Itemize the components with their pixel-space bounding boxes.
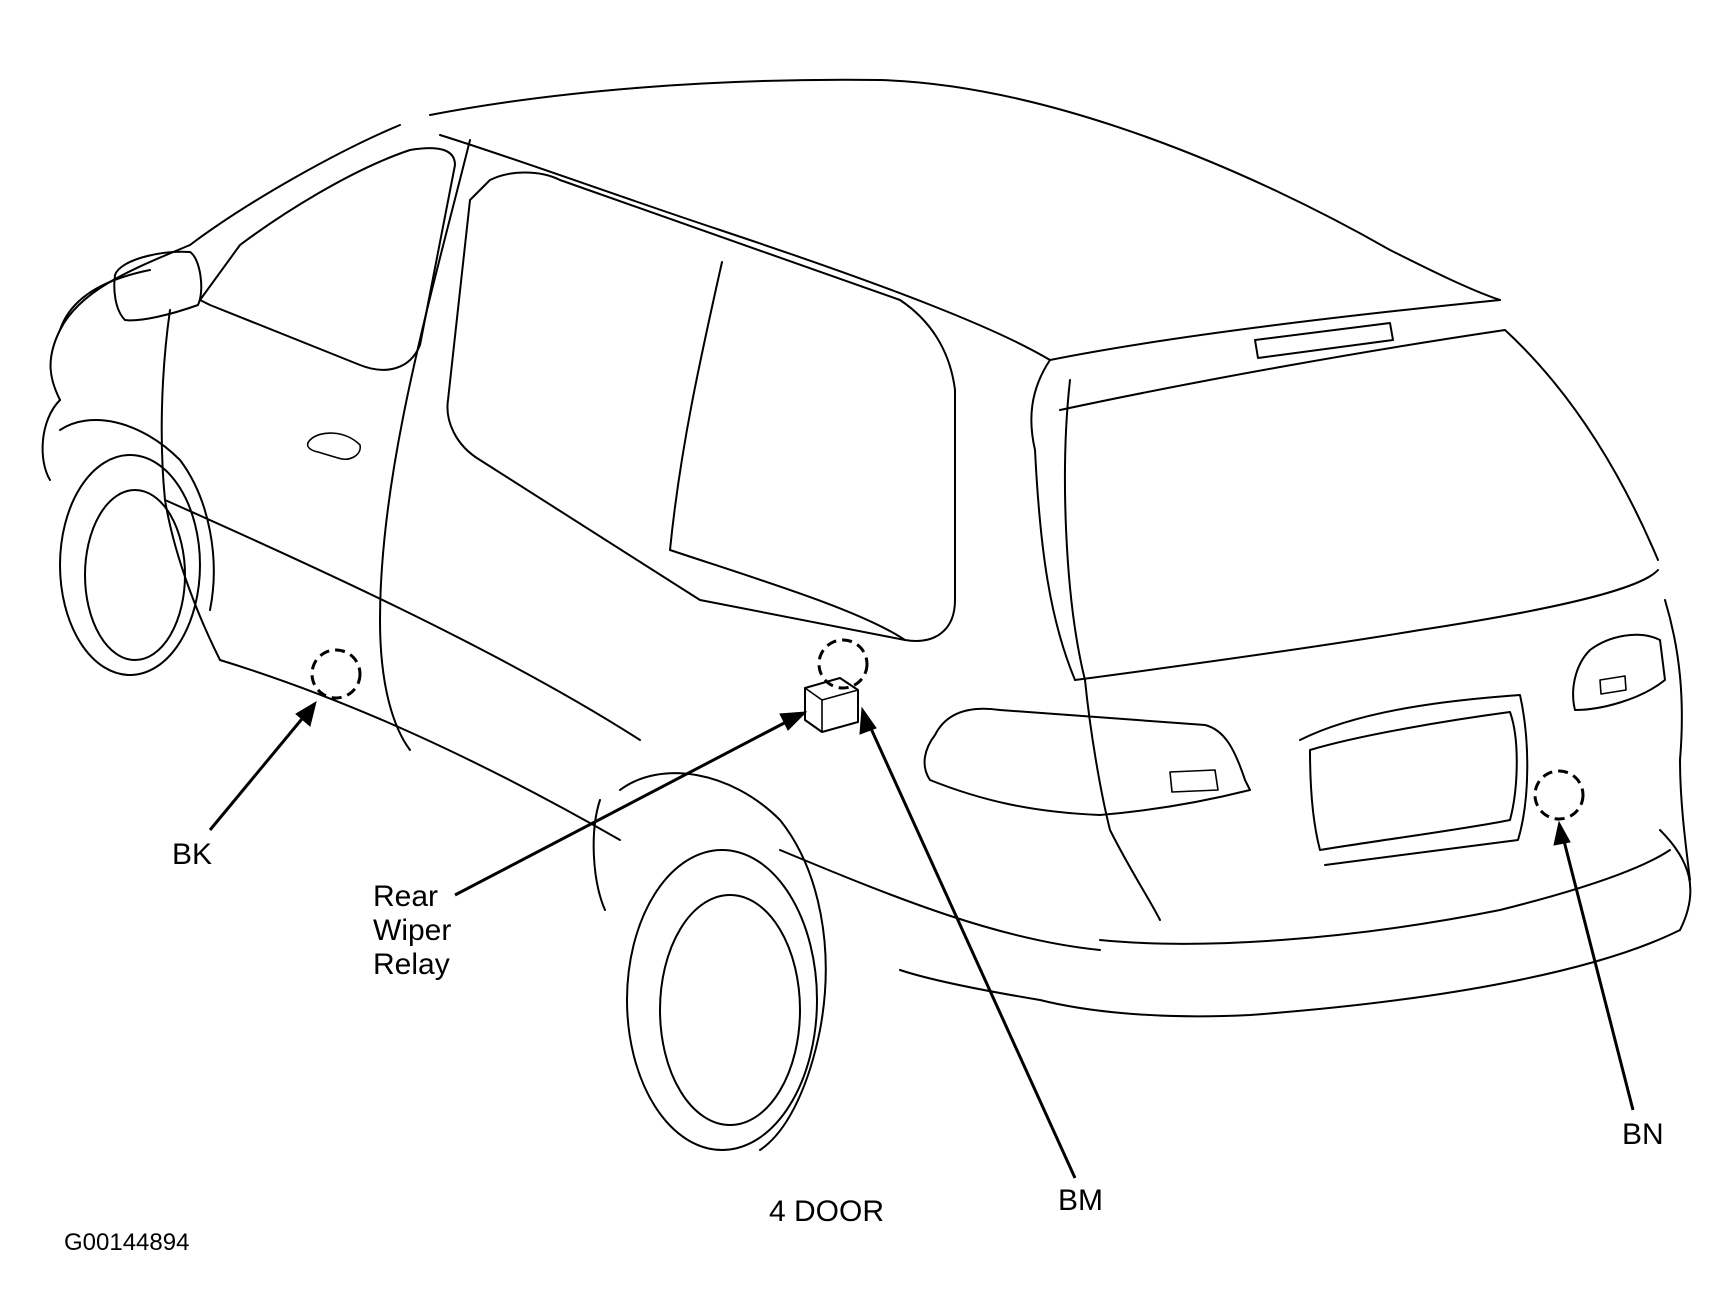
van-body [41,78,1692,1151]
location-bn-circle [1533,769,1585,821]
relay-arrowhead [779,711,808,731]
relay-label-line-2: Wiper [373,914,452,947]
label-bn: BN [1622,1118,1664,1151]
bk-arrowhead [295,700,317,727]
bn-arrowhead [1553,820,1571,846]
bm-arrowhead [859,706,877,735]
rear-wiper-relay-box [804,677,859,733]
relay-label-line-1: Rear [373,880,439,913]
bn-leader [1561,836,1635,1111]
location-bm-circle [817,638,869,690]
label-door-variant: 4 DOOR [769,1195,885,1228]
bm-leader [866,721,1077,1179]
location-bk-circle [310,648,362,700]
label-bk: BK [172,838,213,871]
bk-leader [208,713,308,831]
relay-leader [454,718,791,897]
label-rear-wiper-relay: Rear Wiper Relay [373,880,451,982]
relay-label-line-3: Relay [373,948,450,981]
figure-code: G00144894 [64,1229,190,1256]
label-bm: BM [1058,1184,1103,1217]
